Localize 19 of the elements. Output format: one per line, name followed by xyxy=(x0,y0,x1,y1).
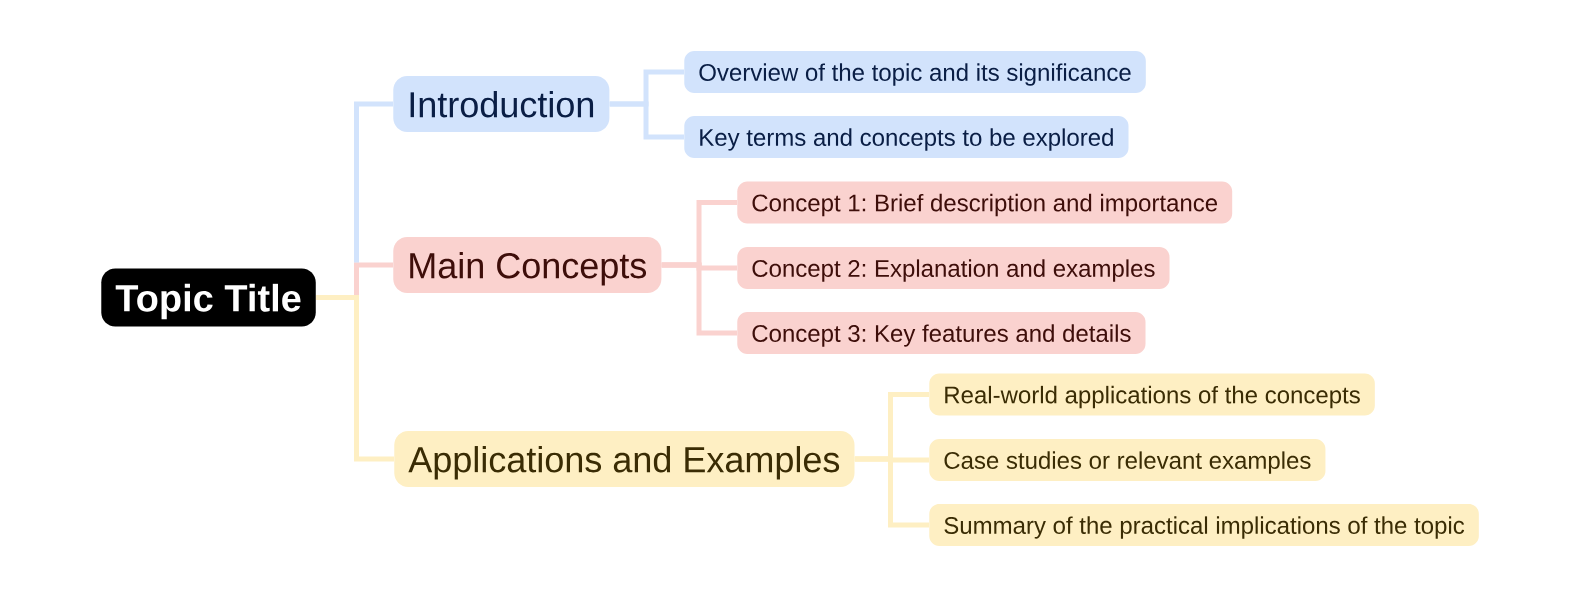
connector-line xyxy=(354,300,394,462)
subtopic-box: Case studies or relevant examples xyxy=(929,439,1326,481)
subtopic-box: Key terms and concepts to be explored xyxy=(684,116,1129,158)
subtopic-box: Summary of the practical implications of the topic xyxy=(929,504,1479,546)
connector-line xyxy=(661,262,737,336)
subtopic-box: Concept 1: Brief description and importance xyxy=(737,181,1233,224)
connector-line xyxy=(316,295,359,300)
connector-line xyxy=(354,262,393,268)
subtopic-box: Concept 3: Key features and details xyxy=(737,312,1146,354)
topic-box: Applications and Examples xyxy=(394,431,855,487)
connector-line xyxy=(854,456,929,528)
subtopic-box: Concept 2: Explanation and examples xyxy=(737,247,1170,289)
connector-line xyxy=(609,101,684,140)
topic-box: Introduction xyxy=(393,76,610,132)
subtopic-box: Real-world applications of the concepts xyxy=(929,373,1375,416)
title-box: Topic Title xyxy=(101,268,316,327)
connector-line xyxy=(354,101,393,263)
topic-box: Main Concepts xyxy=(393,237,662,293)
subtopic-box: Overview of the topic and its significance xyxy=(684,51,1146,93)
